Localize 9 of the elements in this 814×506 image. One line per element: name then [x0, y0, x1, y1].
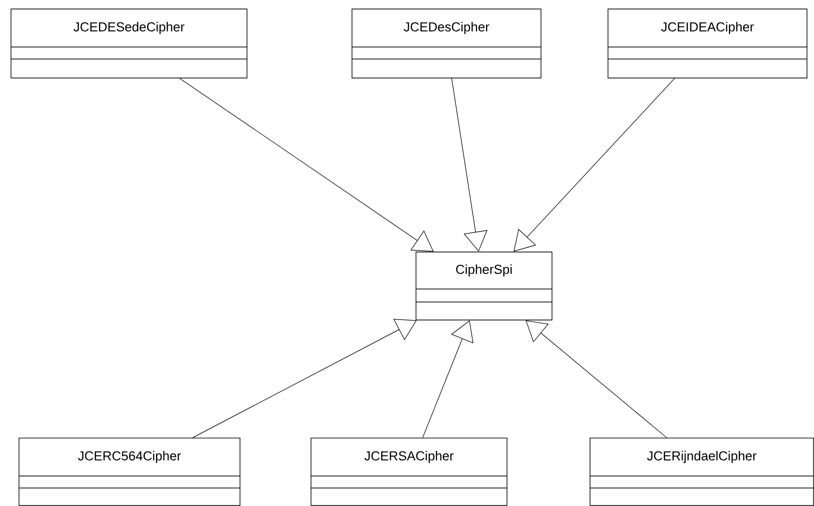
class-box: JCERijndaelCipher [590, 438, 814, 506]
inheritance-arrow [514, 78, 675, 252]
class-box: JCEDESedeCipher [10, 8, 248, 78]
class-box: JCERC564Cipher [18, 438, 240, 506]
class-box: JCEDesCipher [352, 8, 542, 78]
inheritance-arrow [526, 320, 667, 438]
class-box: JCERSACipher [310, 438, 508, 506]
class-box: CipherSpi [416, 252, 552, 320]
class-box: JCEIDEACipher [608, 8, 808, 78]
